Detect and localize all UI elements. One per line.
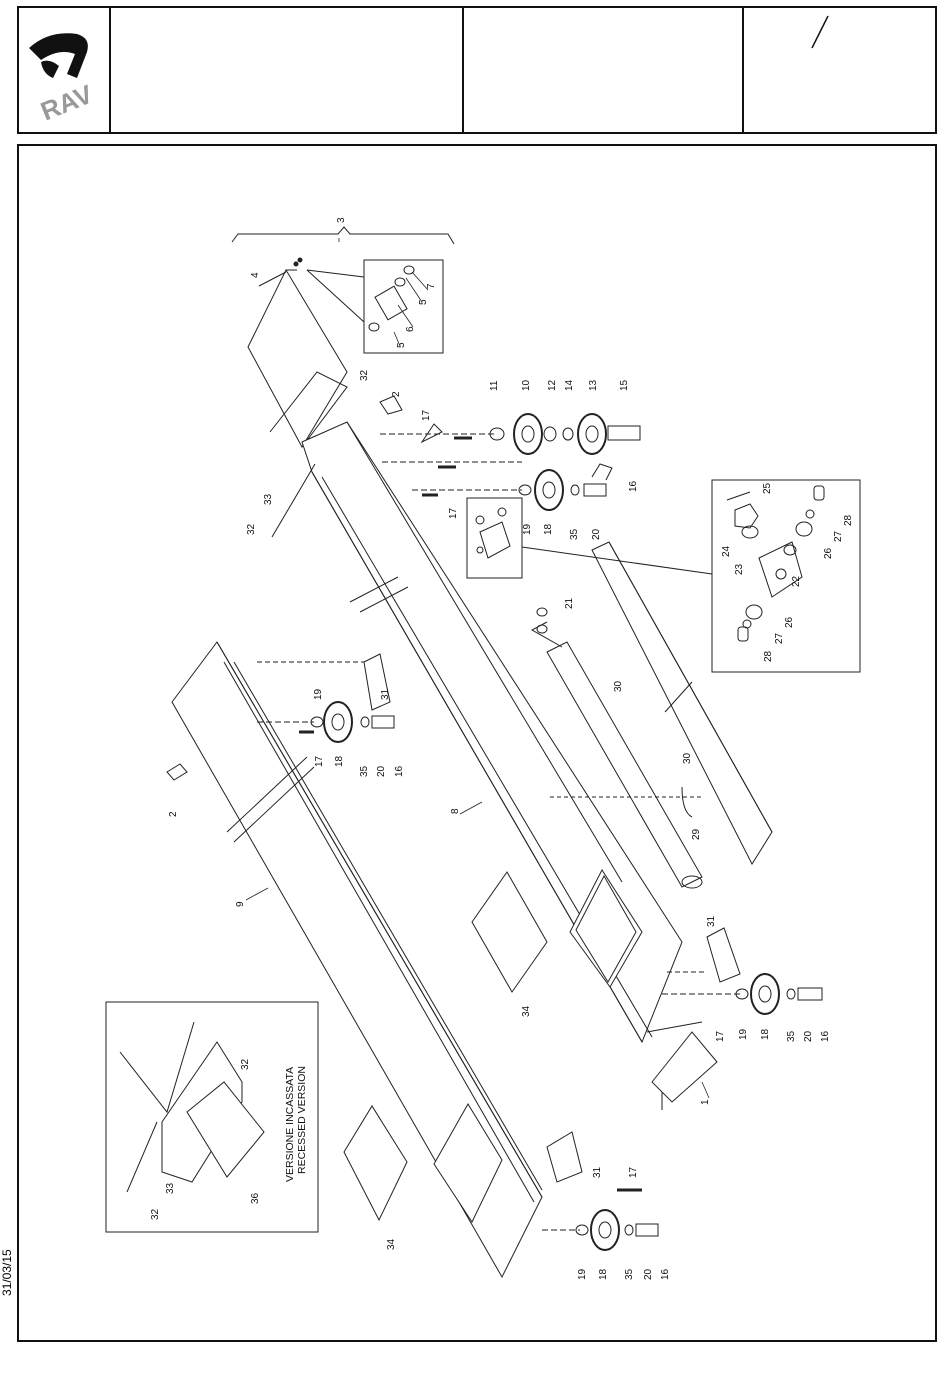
callout-13: 13 [588, 379, 599, 391]
callout-35a: 35 [569, 528, 580, 540]
callout-28b: 28 [763, 650, 774, 662]
logo-cell: RAV [19, 8, 111, 132]
wheel-18-mid [324, 702, 352, 742]
callout-5a: 5 [396, 342, 407, 348]
exploded-view-drawing: 3 4 5 5 6 7 32 2 17 11 10 12 14 13 15 16… [19, 146, 935, 1340]
callout-32c: 32 [240, 1058, 251, 1070]
code-cell [462, 8, 744, 132]
callout-17b: 17 [448, 507, 459, 519]
callout-16c: 16 [820, 1030, 831, 1042]
callout-17e: 17 [628, 1166, 639, 1178]
callout-11: 11 [489, 380, 500, 391]
callout-16b: 16 [394, 765, 405, 777]
callout-28a: 28 [843, 514, 854, 526]
callout-20a: 20 [591, 528, 602, 540]
callout-35d: 35 [624, 1268, 635, 1280]
callout-7: 7 [426, 283, 437, 289]
callout-27b: 27 [774, 632, 785, 644]
callout-20d: 20 [643, 1268, 654, 1280]
callout-15: 15 [619, 379, 630, 391]
callout-17a: 17 [421, 409, 432, 421]
inset-title-en: RECESSED VERSION [296, 1066, 308, 1174]
callout-29: 29 [691, 828, 702, 840]
cover-plate-30 [592, 542, 772, 864]
callout-31c: 31 [592, 1166, 603, 1178]
callout-5b: 5 [418, 299, 429, 305]
callout-19c: 19 [738, 1028, 749, 1040]
rav-logo: RAV [19, 8, 107, 132]
detail-box-roller [364, 260, 443, 353]
inset-title-it: VERSIONE INCASSATA [284, 1067, 296, 1182]
callout-31a: 31 [380, 688, 391, 700]
callout-18a: 18 [543, 523, 554, 535]
callout-24: 24 [721, 545, 732, 557]
callout-18d: 18 [598, 1268, 609, 1280]
wheel-10 [514, 414, 542, 454]
callout-18c: 18 [760, 1028, 771, 1040]
callout-20c: 20 [803, 1030, 814, 1042]
callout-34b: 34 [386, 1238, 397, 1250]
callout-8: 8 [450, 808, 461, 814]
wheel-13 [578, 414, 606, 454]
callout-32d: 32 [150, 1208, 161, 1220]
callout-33a: 33 [263, 493, 274, 505]
ramp-plate-4 [248, 270, 347, 447]
page-fraction-slash [742, 8, 932, 132]
callout-2a: 2 [391, 391, 402, 397]
callout-16d: 16 [660, 1268, 671, 1280]
callout-27a: 27 [833, 530, 844, 542]
callout-21: 21 [564, 597, 575, 609]
logo-text: RAV [36, 79, 97, 127]
callout-1: 1 [700, 1099, 711, 1105]
callout-22: 22 [791, 575, 802, 587]
callout-17c: 17 [314, 755, 325, 767]
callout-12: 12 [547, 379, 558, 391]
callout-30a: 30 [613, 680, 624, 692]
callout-19d: 19 [577, 1268, 588, 1280]
callout-9: 9 [235, 901, 246, 907]
drawing-frame: 3 4 5 5 6 7 32 2 17 11 10 12 14 13 15 16… [17, 144, 937, 1342]
callout-36: 36 [250, 1192, 261, 1204]
callout-6: 6 [405, 326, 416, 332]
callout-16a: 16 [628, 480, 639, 492]
callout-35b: 35 [359, 765, 370, 777]
callout-30b: 30 [682, 752, 693, 764]
title-block: RAV [17, 6, 937, 134]
callout-32a: 32 [359, 369, 370, 381]
callout-26b: 26 [784, 616, 795, 628]
callout-17d: 17 [715, 1030, 726, 1042]
callout-32b: 32 [246, 523, 257, 535]
bracket-1 [652, 1032, 717, 1102]
callout-26a: 26 [823, 547, 834, 559]
callout-4: 4 [250, 272, 261, 278]
callout-10: 10 [521, 379, 532, 391]
callout-20b: 20 [376, 765, 387, 777]
callout-31b: 31 [706, 915, 717, 927]
title-cell [109, 8, 464, 132]
callout-35c: 35 [786, 1030, 797, 1042]
callout-18b: 18 [334, 755, 345, 767]
callout-34a: 34 [521, 1005, 532, 1017]
callout-2b: 2 [168, 811, 179, 817]
wheel-18-bottom [591, 1210, 619, 1250]
wheel-18-lower-right [751, 974, 779, 1014]
callout-33b: 33 [165, 1182, 176, 1194]
wheel-18-upper [535, 470, 563, 510]
date-text: 31/03/15 [0, 1249, 14, 1296]
group-bracket [232, 227, 454, 244]
callout-3: 3 [336, 217, 347, 223]
callout-14: 14 [564, 379, 575, 391]
cover-34-lower [344, 1106, 407, 1220]
callout-23: 23 [734, 563, 745, 575]
date-stamp: 31/03/15 [0, 1238, 18, 1298]
callout-25: 25 [762, 482, 773, 494]
callout-19a: 19 [522, 523, 533, 535]
page-cell [742, 8, 935, 132]
cover-34-upper [472, 872, 547, 992]
callout-19b: 19 [313, 688, 324, 700]
